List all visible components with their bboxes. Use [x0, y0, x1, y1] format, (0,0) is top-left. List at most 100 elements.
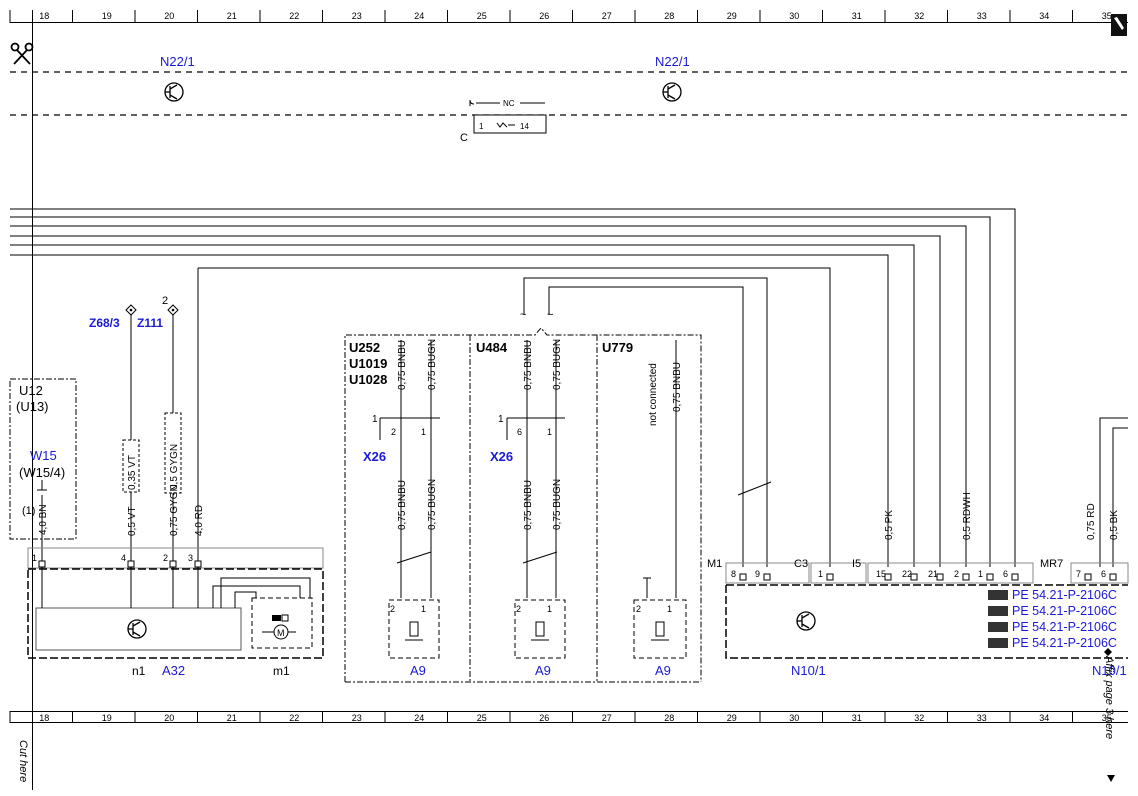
vt-splice-box: [122, 439, 140, 493]
ruler-col-number: 22: [289, 11, 299, 21]
u12-line2: (U13): [16, 399, 49, 414]
n10-pin-terminal: [1109, 573, 1117, 581]
group-container: [344, 327, 702, 682]
page-marker-diamond: [1104, 648, 1112, 656]
ruler-col-number: 24: [414, 713, 424, 723]
connector-diamond-z111: [167, 304, 179, 316]
transistor-icon-n22-right: [662, 82, 682, 102]
ruler-col-number: 26: [539, 713, 549, 723]
switch-c: NC 1 14 C: [460, 99, 547, 144]
u484-pin-a: 6: [517, 427, 522, 437]
n10-label[interactable]: N10/1: [791, 663, 826, 678]
ruler-col-number: 28: [664, 11, 674, 21]
n10-pin-label: 7: [1076, 569, 1081, 579]
arrow-down-icon: [1107, 775, 1115, 782]
ruler-col-number: 25: [477, 11, 487, 21]
u484-pin-num: 1: [498, 414, 504, 425]
transistor-icon-a32: [127, 619, 147, 639]
u484-wiring: [506, 340, 566, 659]
a32-unit: [27, 547, 324, 659]
n10-pin-label: 22: [902, 569, 912, 579]
w15-label[interactable]: W15: [30, 448, 57, 463]
u779-a9[interactable]: A9: [655, 663, 671, 678]
wire-label: 0,5 PK: [884, 510, 895, 540]
motor-icon-m1: M: [262, 614, 296, 640]
ruler-col-number: 24: [414, 11, 424, 21]
wire-label: 0,5 GYGN: [169, 444, 180, 490]
ruler-col-number: 33: [977, 11, 987, 21]
a32-n1-label: n1: [132, 664, 146, 678]
wire-label: 0,75 BNBU: [397, 340, 408, 390]
u12-line1: U12: [19, 383, 43, 398]
top-ruler: [9, 10, 1128, 23]
z111-label[interactable]: Z111: [137, 316, 163, 330]
n10-ref-link[interactable]: PE 54.21-P-2106C: [1012, 588, 1117, 602]
ruler-col-number: 32: [914, 11, 924, 21]
a32-label[interactable]: A32: [162, 663, 185, 678]
ruler-col-number: 35: [1102, 11, 1112, 21]
ruler-col-number: 20: [164, 713, 174, 723]
page-corner-icon[interactable]: [1111, 14, 1127, 36]
ruler-col-number: 29: [727, 713, 737, 723]
gygn-splice-box: [164, 412, 182, 494]
ruler-col-number: 34: [1039, 713, 1049, 723]
n10-ref-link[interactable]: PE 54.21-P-2106C: [1012, 604, 1117, 618]
ruler-col-number: 31: [852, 713, 862, 723]
n22-left-label[interactable]: N22/1: [160, 54, 195, 69]
u252-valve-pin-b: 1: [421, 604, 426, 614]
n10-label-right[interactable]: N10/1: [1092, 663, 1127, 678]
bus-lines: [10, 208, 1128, 567]
n10-pin-label: 6: [1003, 569, 1008, 579]
u252-x26[interactable]: X26: [363, 449, 386, 464]
u484-line1: U484: [476, 340, 508, 355]
a32-pin-terminal: [127, 560, 135, 568]
n10-ref-link[interactable]: PE 54.21-P-2106C: [1012, 636, 1117, 650]
n10-pin-label: 6: [1101, 569, 1106, 579]
n10-pin-terminal: [763, 573, 771, 581]
wire-label: 0,75 BUGN: [427, 479, 438, 530]
wire-label: not connected: [648, 363, 659, 426]
n10-mr7-label: MR7: [1040, 558, 1063, 570]
z68-label[interactable]: Z68/3: [89, 316, 120, 330]
wire-label: 0,75 BNBU: [523, 480, 534, 530]
u779-line1: U779: [602, 340, 633, 355]
n10-pin-label: 1: [978, 569, 983, 579]
ruler-col-number: 27: [602, 713, 612, 723]
ruler-col-number: 22: [289, 713, 299, 723]
u252-wiring: [379, 340, 440, 659]
n10-pin-terminal: [884, 573, 892, 581]
n22-right-label[interactable]: N22/1: [655, 54, 690, 69]
wire-label: 0,5 VT: [127, 507, 138, 536]
ruler-col-number: 26: [539, 11, 549, 21]
u12-pin-label: (1): [22, 505, 35, 517]
twist-mark-n10: [737, 481, 772, 496]
ruler-col-number: 35: [1102, 713, 1112, 723]
ruler-col-number: 30: [789, 713, 799, 723]
u252-a9[interactable]: A9: [410, 663, 426, 678]
n10-refs: PE 54.21-P-2106C PE 54.21-P-2106C PE 54.21…: [988, 588, 1117, 650]
u252-line1: U252: [349, 340, 380, 355]
ruler-col-number: 18: [39, 713, 49, 723]
n10-c3-label: C3: [794, 558, 808, 570]
wire-label: 0,75 BUGN: [552, 339, 563, 390]
u484-a9[interactable]: A9: [535, 663, 551, 678]
u252-line2: U1019: [349, 356, 387, 371]
n10-pin-terminal: [739, 573, 747, 581]
a32-pin-label: 2: [163, 553, 168, 563]
ruler-col-number: 33: [977, 713, 987, 723]
n10-pin-terminal: [986, 573, 994, 581]
a32-pin-terminal: [169, 560, 177, 568]
u484-x26[interactable]: X26: [490, 449, 513, 464]
pointing-hand-icon: [988, 622, 1008, 632]
ruler-col-number: 34: [1039, 11, 1049, 21]
a32-pin-label: 1: [32, 553, 37, 563]
wire-label: 0,35 VT: [127, 455, 138, 490]
transistor-icon-n10: [796, 611, 816, 631]
a32-pin-terminal: [38, 560, 46, 568]
n10-ref-link[interactable]: PE 54.21-P-2106C: [1012, 620, 1117, 634]
n10-pin-label: 21: [928, 569, 938, 579]
u12-box: [9, 378, 77, 540]
n10-pin-label: 8: [731, 569, 736, 579]
u484-pin-b: 1: [547, 427, 552, 437]
ruler-col-number: 27: [602, 11, 612, 21]
